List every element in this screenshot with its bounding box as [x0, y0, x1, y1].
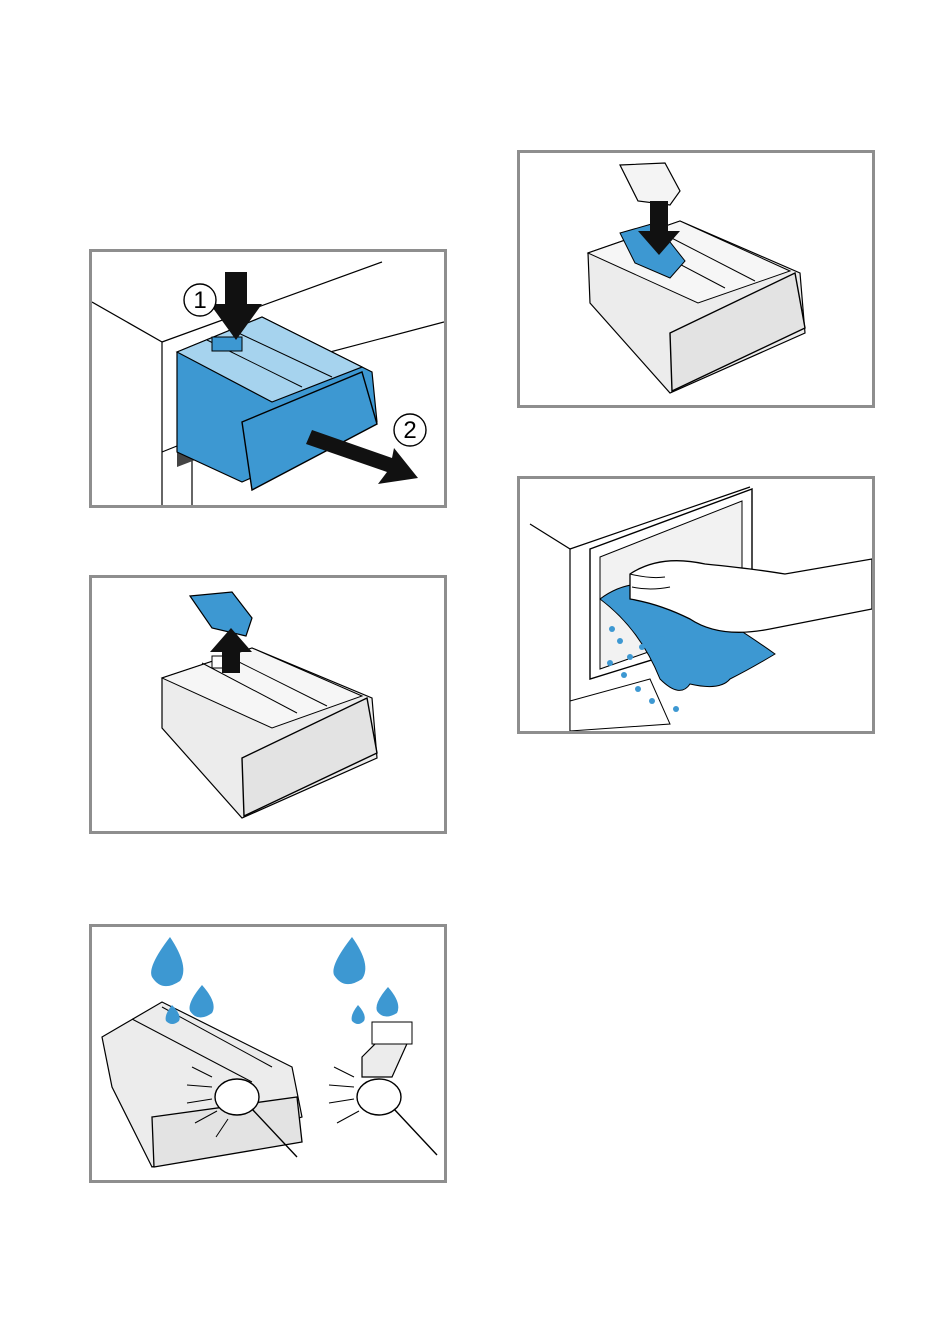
- step-marker-1: 1: [184, 284, 216, 316]
- figure-lift-insert: [89, 575, 447, 834]
- remove-drawer-illustration: 1 2: [92, 252, 444, 505]
- brush-icon: [329, 1067, 437, 1155]
- clean-with-brush-illustration: [92, 927, 444, 1180]
- svg-text:1: 1: [193, 287, 206, 314]
- step-marker-2: 2: [394, 414, 426, 446]
- water-drop-icon: [151, 937, 183, 986]
- figure-refit-insert: [517, 150, 875, 408]
- figure-remove-drawer: 1 2: [89, 249, 447, 508]
- svg-text:2: 2: [403, 417, 416, 444]
- water-drop-icon: [376, 987, 398, 1017]
- figure-wipe-recess: [517, 476, 875, 734]
- refit-insert-illustration: [520, 153, 872, 405]
- water-drop-icon: [352, 1005, 365, 1024]
- figure-clean-with-brush: [89, 924, 447, 1183]
- water-drop-icon: [333, 937, 365, 984]
- lift-insert-illustration: [92, 578, 444, 831]
- wipe-recess-illustration: [520, 479, 872, 731]
- water-drop-icon: [190, 985, 214, 1018]
